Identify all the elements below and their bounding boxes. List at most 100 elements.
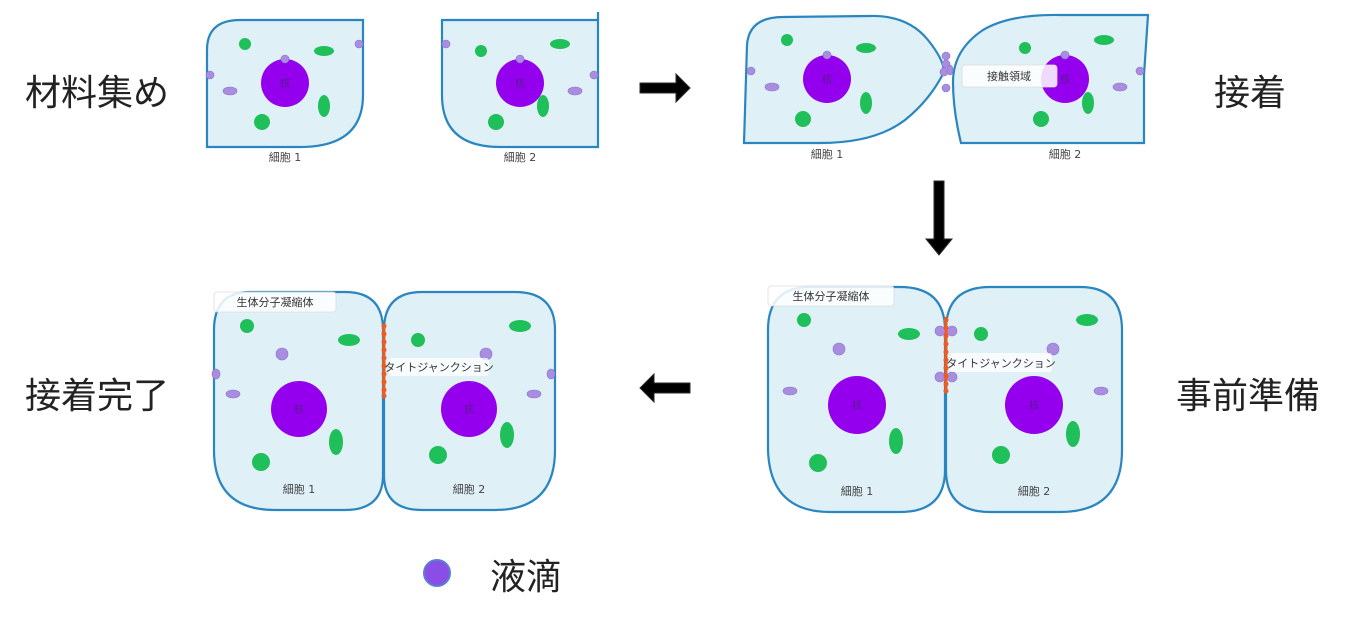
- droplet: [515, 54, 525, 64]
- legend-droplet-icon: [423, 559, 451, 587]
- nucleus-label: 核: [280, 77, 290, 90]
- nucleus: [1005, 376, 1063, 434]
- droplet: [1135, 66, 1145, 76]
- organelle: [1076, 314, 1098, 326]
- arrow-left-icon: [639, 372, 691, 404]
- panel-complete: 核 細胞 1 核 細胞 2: [211, 290, 557, 512]
- condensate-tag: 生体分子凝縮体: [213, 291, 337, 313]
- droplet: [354, 39, 364, 49]
- panel-prepare: 核 細胞 1 核 細胞 2: [766, 285, 1124, 514]
- organelle: [240, 319, 254, 333]
- droplet: [589, 70, 599, 80]
- organelle: [781, 34, 793, 46]
- droplet: [1046, 342, 1060, 356]
- droplet: [746, 66, 756, 76]
- organelle: [974, 327, 988, 341]
- organelle: [475, 45, 487, 57]
- tight-junction-tag: タイトジャンクション: [946, 353, 1056, 372]
- cell-1: 核 細胞 1: [766, 285, 947, 514]
- nucleus-label: 核: [1060, 73, 1070, 86]
- nucleus: [441, 381, 497, 437]
- junction-droplets: [934, 325, 958, 383]
- cell-2: 核 細胞 2: [944, 285, 1124, 514]
- cell-1-label: 細胞 1: [811, 148, 844, 161]
- organelle: [898, 328, 920, 340]
- stage-label-prepare: 事前準備: [1176, 376, 1321, 417]
- cell-1-label: 細胞 1: [269, 151, 302, 164]
- nucleus-label: 核: [1029, 399, 1039, 412]
- nucleus-label: 核: [822, 73, 832, 86]
- cell-2: 核 細胞 2: [440, 12, 600, 164]
- droplet: [205, 70, 215, 80]
- tight-junction: [381, 323, 387, 399]
- stage-label-gather: 材料集め: [25, 73, 170, 114]
- condensate-label: 生体分子凝縮体: [237, 295, 314, 309]
- organelle: [329, 429, 343, 455]
- organelle: [252, 453, 270, 471]
- nucleus: [271, 381, 327, 437]
- cell-1: 核 細胞 1: [211, 290, 385, 512]
- tight-junction-label: タイトジャンクション: [384, 361, 493, 374]
- droplet: [1060, 50, 1070, 60]
- nucleus-label: 核: [294, 403, 304, 416]
- droplet: [832, 342, 846, 356]
- organelle: [550, 39, 570, 49]
- organelle: [411, 333, 425, 347]
- droplet: [567, 86, 583, 96]
- droplet: [211, 368, 221, 380]
- arrow-right-icon: [639, 72, 691, 104]
- cell-2: 核 細胞 2: [951, 13, 1150, 161]
- droplet: [546, 368, 556, 380]
- organelle: [856, 43, 876, 53]
- contact-region-tag: 接触領域: [961, 64, 1058, 88]
- droplet: [1112, 82, 1128, 92]
- organelle: [809, 454, 827, 472]
- organelle: [314, 46, 334, 56]
- organelle: [318, 95, 330, 117]
- cell-2-label: 細胞 2: [504, 151, 537, 164]
- organelle: [992, 446, 1010, 464]
- panel-adhere: 核 細胞 1 核 細胞 2: [742, 13, 1150, 161]
- arrow-down-icon: [924, 180, 954, 256]
- nucleus: [261, 59, 309, 107]
- tight-junction-tag: タイトジャンクション: [384, 358, 494, 376]
- droplet: [441, 39, 451, 49]
- droplet: [526, 389, 542, 399]
- organelle: [488, 114, 504, 130]
- organelle: [537, 95, 549, 117]
- droplet: [782, 386, 798, 396]
- contact-droplets: [939, 51, 954, 93]
- nucleus: [496, 59, 544, 107]
- organelle: [1033, 111, 1049, 127]
- cell-2-label: 細胞 2: [453, 483, 486, 496]
- cell-2-label: 細胞 2: [1018, 485, 1051, 498]
- organelle: [509, 320, 531, 332]
- condensate-tag: 生体分子凝縮体: [767, 285, 895, 307]
- cell-1-label: 細胞 1: [283, 483, 316, 496]
- nucleus: [828, 376, 886, 434]
- organelle: [429, 446, 447, 464]
- condensate-label: 生体分子凝縮体: [793, 289, 870, 303]
- organelle: [500, 422, 514, 448]
- organelle: [239, 38, 251, 50]
- organelle: [1082, 92, 1094, 114]
- droplet: [222, 86, 238, 96]
- stage-label-complete: 接着完了: [25, 376, 170, 417]
- tight-junction: [943, 317, 949, 394]
- nucleus-label: 核: [852, 399, 862, 412]
- cell-1: 核 細胞 1: [742, 14, 946, 161]
- organelle: [889, 428, 903, 454]
- organelle: [797, 313, 811, 327]
- contact-region-label: 接触領域: [987, 69, 1031, 83]
- droplet: [822, 50, 832, 60]
- cell-2: 核 細胞 2: [382, 290, 557, 512]
- droplet: [225, 389, 241, 399]
- organelle: [254, 114, 270, 130]
- organelle: [1019, 42, 1031, 54]
- nucleus-label: 核: [464, 403, 474, 416]
- tight-junction-label: タイトジャンクション: [946, 357, 1055, 370]
- nucleus-label: 核: [515, 77, 525, 90]
- cell-1-label: 細胞 1: [841, 485, 874, 498]
- nucleus: [803, 55, 851, 103]
